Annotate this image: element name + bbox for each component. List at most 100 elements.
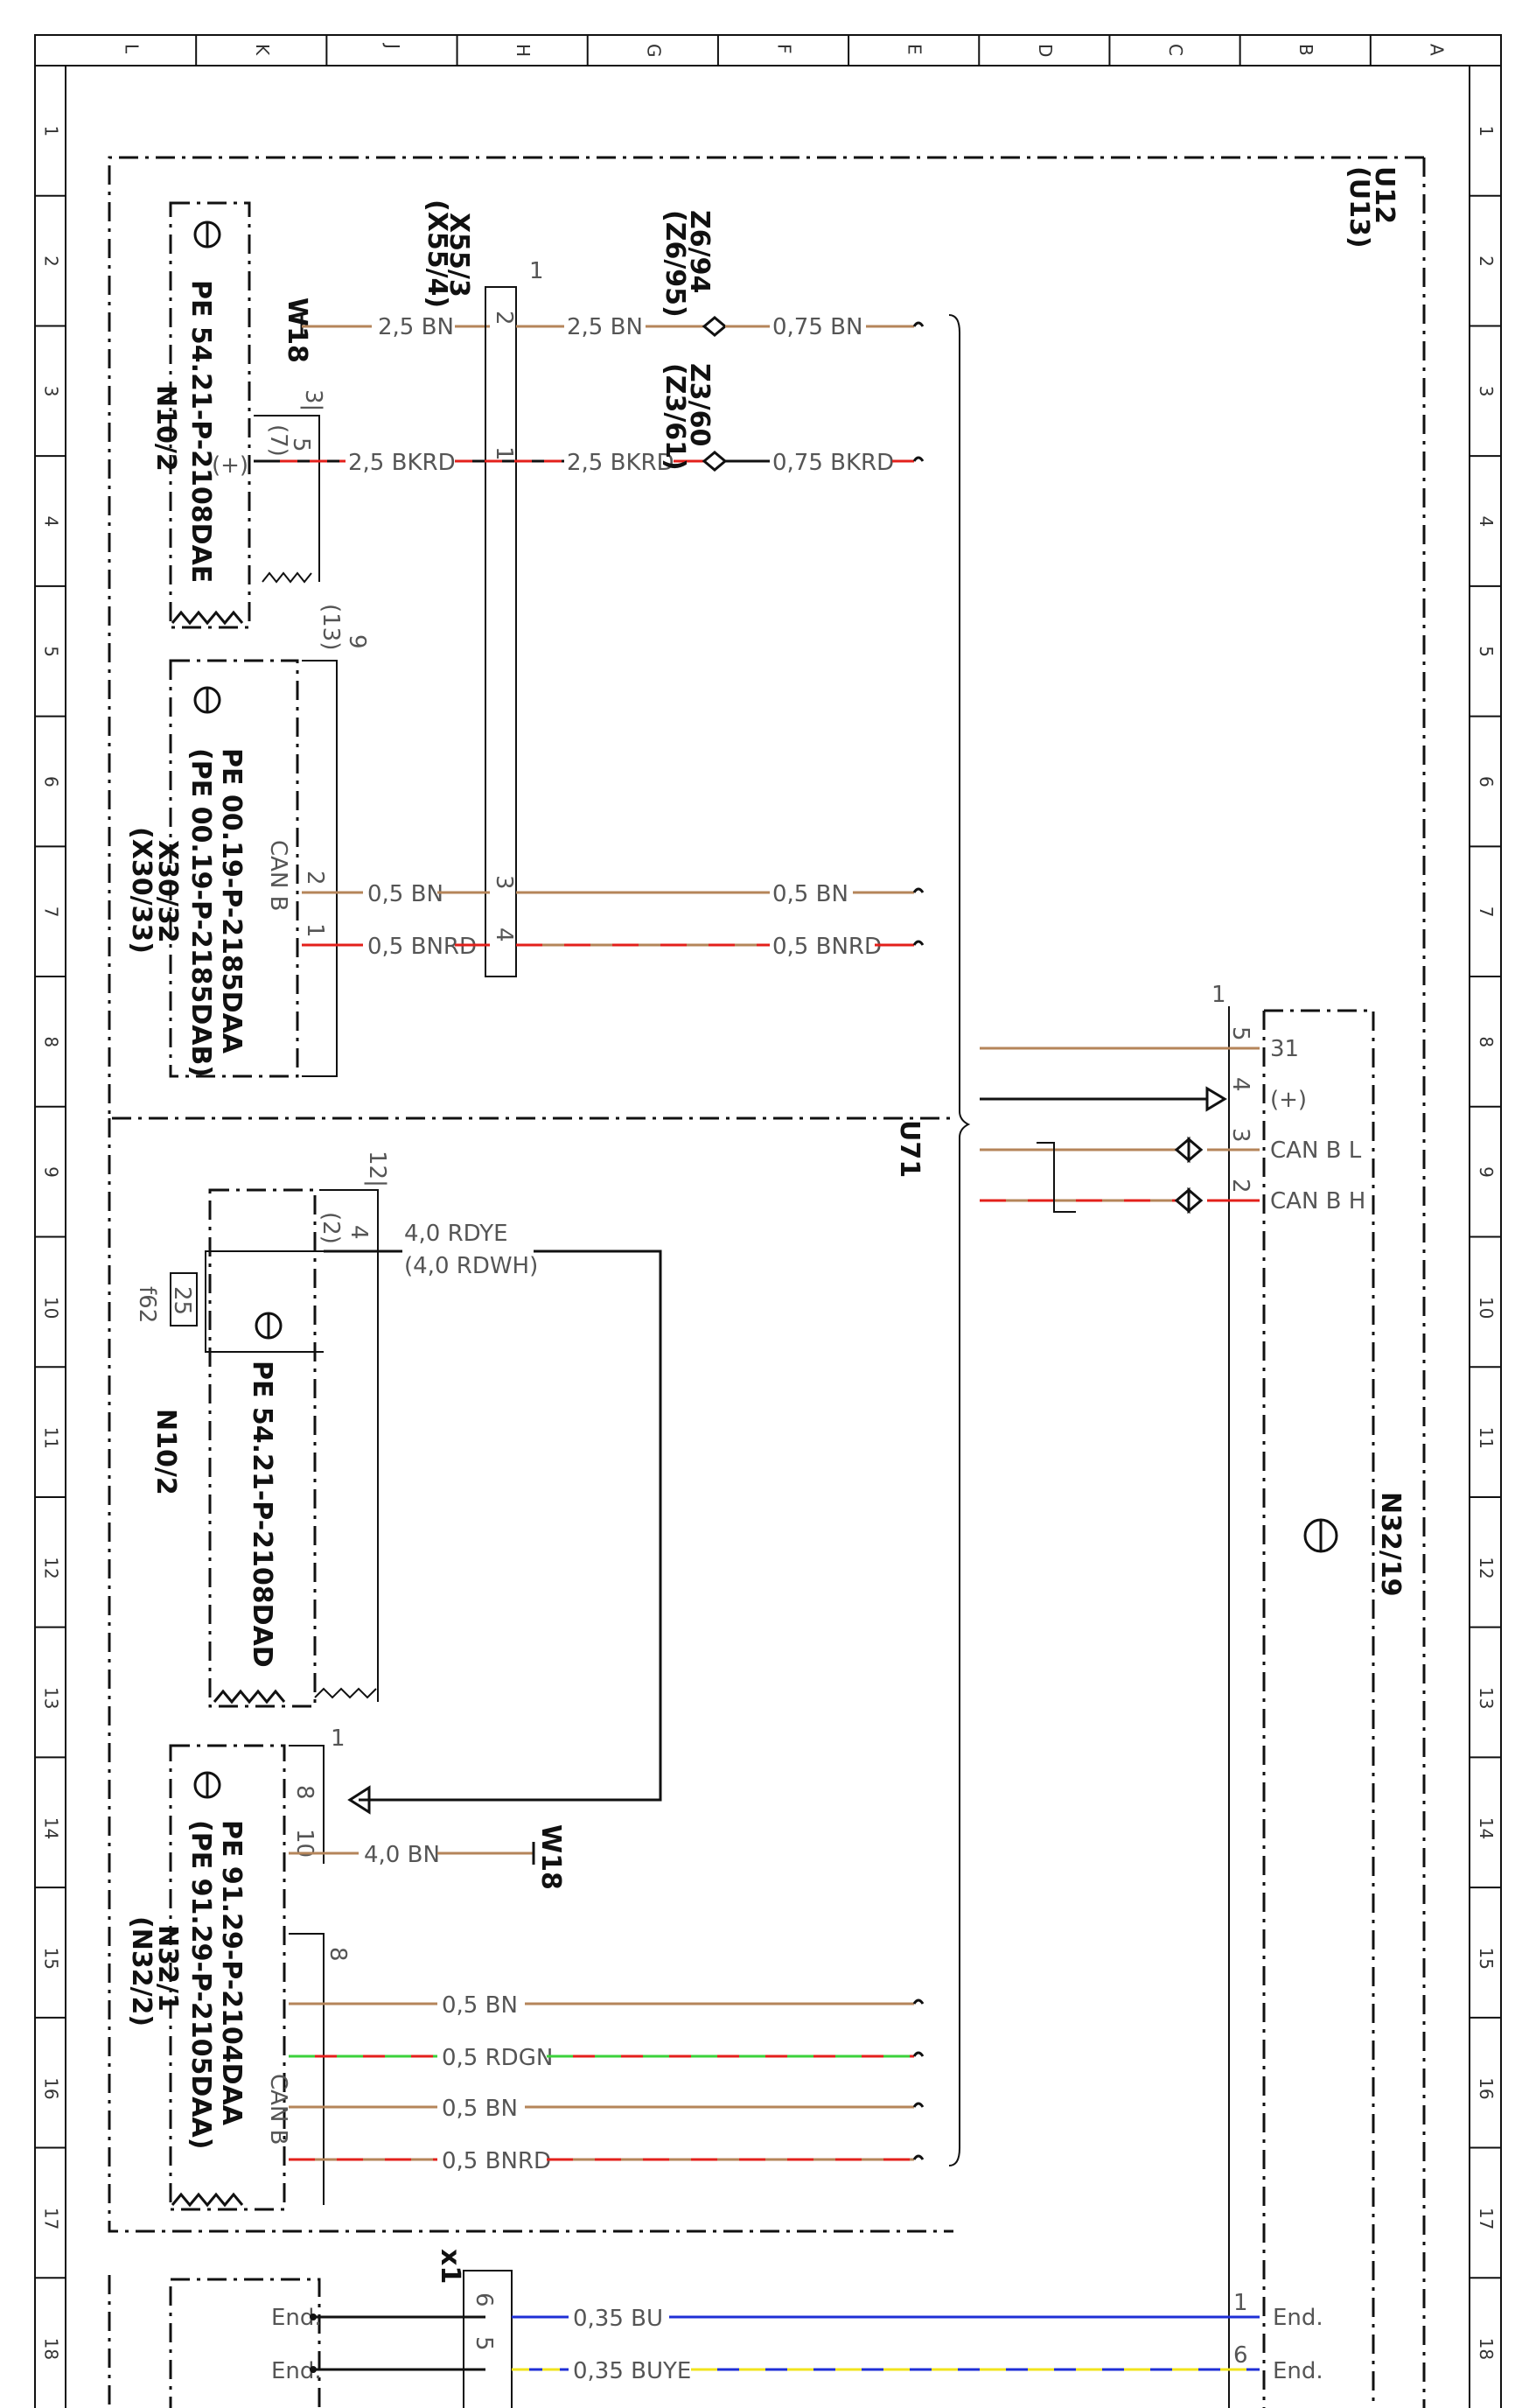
fuse-name: f62 <box>134 1286 160 1323</box>
x55-pin-1: 1 <box>491 446 517 461</box>
x1-pin-6: 6 <box>471 2292 497 2307</box>
n10-2-mid-pin-2: (2) <box>318 1212 344 1244</box>
can-top-pe1: PE 00.19-P-2185DAA <box>216 748 247 1054</box>
grid-column-label: A <box>1426 44 1447 56</box>
n32-1-pe1: PE 91.29-P-2104DAA <box>216 1820 247 2126</box>
x55-pin-3: 3 <box>491 875 517 890</box>
grid-row-label: 12 <box>1476 1557 1497 1578</box>
z3-splice-node <box>702 451 728 472</box>
grid-row-label: 4 <box>41 516 62 528</box>
n32-19-pin-label: (+) <box>1270 1087 1307 1113</box>
drawing-frame <box>34 34 1502 2408</box>
grid-row-label: 15 <box>1476 1947 1497 1969</box>
x55-pin-4: 4 <box>491 928 517 942</box>
can-top-pin-1: 1 <box>302 923 328 938</box>
wire-w14-label: 0,5 RDGN <box>442 2045 553 2071</box>
wire-w17-label: 0,35 BU <box>573 2306 663 2332</box>
harness-brace <box>948 314 971 2166</box>
grid-row-label: 8 <box>41 1036 62 1047</box>
grid-column-label: C <box>1165 44 1186 56</box>
can-top-pin-2: 2 <box>302 871 328 886</box>
n32-1-can: CAN B <box>265 2074 291 2146</box>
x1-pin-5: 5 <box>471 2336 497 2351</box>
grid-row-label: 2 <box>1476 256 1497 267</box>
u71-label: U71 <box>894 1120 925 1178</box>
grid-column-label: F <box>774 44 795 54</box>
n10-2-top-pin-5: 5 <box>288 438 314 452</box>
x55-label-2: (X55/4) <box>422 200 452 308</box>
grid-row-label: 13 <box>41 1687 62 1709</box>
grid-row-label: 13 <box>1476 1687 1497 1709</box>
grid-row-label: 16 <box>1476 2077 1497 2099</box>
n32-19-label: N32/19 <box>1375 1492 1406 1597</box>
n10-2-top-pin-7: (7) <box>265 424 291 457</box>
x55-connector <box>485 286 517 977</box>
wire-w1-label: 2,5 BN <box>378 314 454 340</box>
grid-column-label: J <box>382 42 403 49</box>
fuse-symbol <box>170 1272 198 1326</box>
fuse-value: 25 <box>169 1286 195 1315</box>
n10-2-top-name: N10/2 <box>150 385 181 472</box>
n32-1-module <box>169 1744 325 2211</box>
n32-19-pin-label: CAN B L <box>1270 1138 1362 1164</box>
n32-19-pin-end1: 1 <box>1233 2290 1248 2316</box>
n32-19-end-1: End. <box>1273 2305 1323 2331</box>
w18-top-label: W18 <box>282 298 312 363</box>
wire-w13-label: 0,5 BN <box>442 1992 518 2019</box>
wire-w11-label-a: 4,0 RDYE <box>404 1221 508 1247</box>
can-top-pe2: (PE 00.19-P-2185DAB) <box>185 748 216 1077</box>
n10-2-mid-pin-4: 4 <box>346 1225 372 1240</box>
n32-19-pin-label: CAN B H <box>1270 1188 1365 1214</box>
wire-w15-label: 0,5 BN <box>442 2096 518 2122</box>
n32-1-name1: N32/1 <box>152 1925 183 2012</box>
wire-w18-label: 0,35 BUYE <box>573 2358 691 2384</box>
grid-row-label: 8 <box>1476 1036 1497 1047</box>
wire-w8-label: 0,5 BN <box>772 881 848 907</box>
x30-label-2: (X30/33) <box>126 827 157 954</box>
n10-2-top-pin-3: 3| <box>300 389 326 411</box>
x1-label: x1 <box>435 2249 465 2284</box>
grid-row-label: 12 <box>41 1557 62 1578</box>
wire-w6-label: 0,75 BKRD <box>772 450 894 476</box>
x55-pin-top: 1 <box>529 258 544 284</box>
can-top-pin-13: (13) <box>318 604 344 650</box>
wire-w2-label: 2,5 BN <box>567 314 643 340</box>
grid-row-label: 17 <box>41 2208 62 2230</box>
grid-row-label: 9 <box>41 1166 62 1178</box>
n32-1-pin-8b: 8 <box>325 1947 351 1962</box>
grid-row-label: 4 <box>1476 516 1497 528</box>
grid-row-label: 6 <box>41 776 62 788</box>
grid-row-label: 6 <box>1476 776 1497 788</box>
grid-row-label: 11 <box>41 1427 62 1449</box>
x30-label-1: X30/32 <box>152 840 183 943</box>
wire-w10-label: 0,5 BNRD <box>772 934 882 960</box>
wire-w11-label-b: (4,0 RDWH) <box>404 1253 538 1279</box>
grid-column-label: E <box>904 44 925 55</box>
grid-row-label: 7 <box>41 906 62 918</box>
n10-2-mid-module <box>208 1188 379 1708</box>
x55-pin-2: 2 <box>491 311 517 326</box>
grid-row-label: 1 <box>41 125 62 136</box>
n32-1-pin-1: 1 <box>331 1726 346 1752</box>
grid-row-label: 17 <box>1476 2208 1497 2230</box>
grid-row-label: 1 <box>1476 125 1497 136</box>
can-top-pin-9: 9 <box>344 634 370 649</box>
n32-19-pin-end2: 6 <box>1233 2342 1248 2369</box>
n10-2-top-plus: (+) <box>212 452 248 479</box>
grid-column-label: D <box>1035 44 1056 57</box>
wire-w12-label: 4,0 BN <box>364 1842 440 1868</box>
grid-row-label: 2 <box>41 256 62 267</box>
n32-1-name2: (N32/2) <box>126 1916 157 2026</box>
x1-connector <box>463 2270 513 2408</box>
w18-bottom-label: W18 <box>535 1824 566 1890</box>
n32-19-pin-number: 4 <box>1227 1077 1253 1092</box>
wire-w7-label: 0,5 BN <box>367 881 443 907</box>
grid-column-label: B <box>1295 44 1316 56</box>
wire-w9-label: 0,5 BNRD <box>367 934 477 960</box>
grid-row-label: 10 <box>41 1297 62 1319</box>
grid-row-label: 18 <box>1476 2338 1497 2360</box>
grid-row-label: 15 <box>41 1947 62 1969</box>
grid-column-label: K <box>252 44 273 56</box>
